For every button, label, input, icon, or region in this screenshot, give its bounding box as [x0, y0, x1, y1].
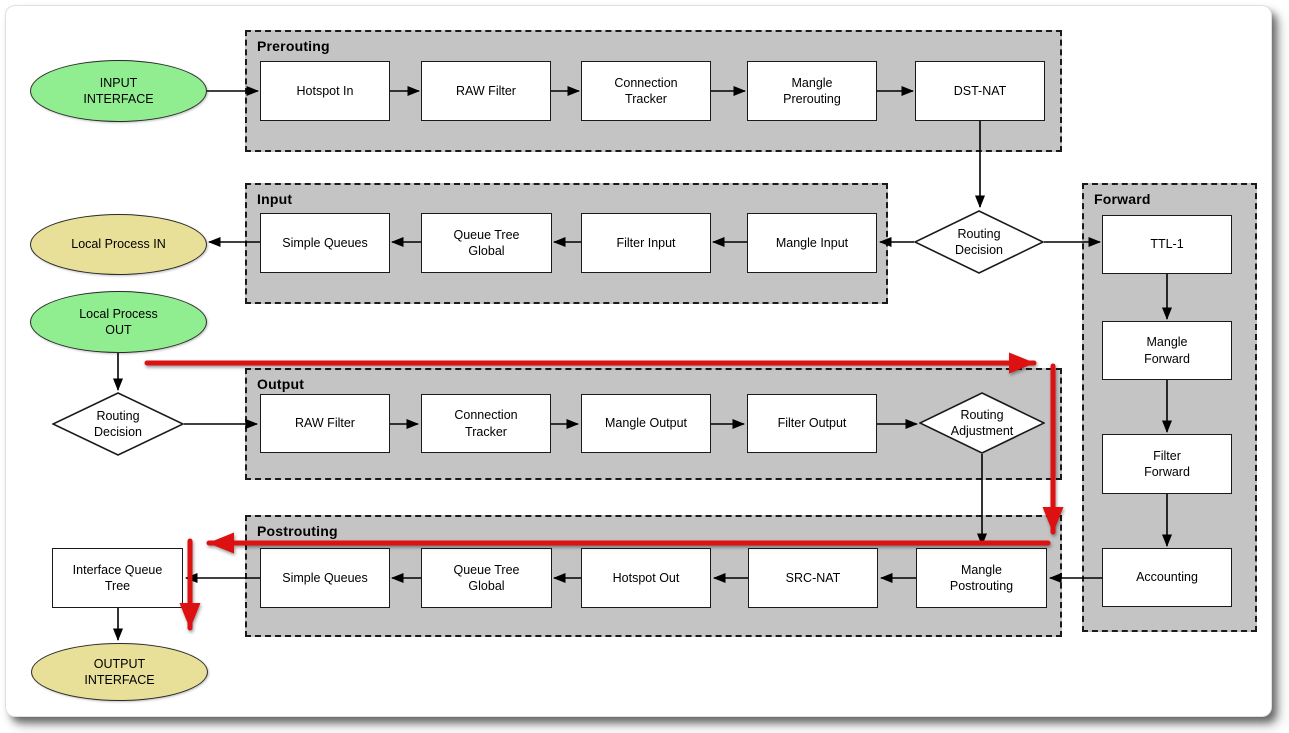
node-mangle-forward: Mangle Forward	[1102, 321, 1232, 380]
node-ttl-1-label: TTL-1	[1150, 237, 1184, 252]
node-queue-tree-global-postrouting: Queue Tree Global	[421, 548, 552, 608]
node-queue-tree-global-postrouting-label: Queue Tree Global	[453, 562, 520, 593]
node-hotspot-in-label: Hotspot In	[296, 83, 354, 98]
node-interface-queue-tree: Interface Queue Tree	[52, 548, 183, 608]
node-mangle-input: Mangle Input	[747, 213, 877, 273]
node-local-process-out-label: Local Process OUT	[79, 306, 158, 337]
node-connection-tracker-output: Connection Tracker	[421, 394, 551, 453]
node-routing-decision-top-label: Routing Decision	[955, 226, 1003, 257]
node-mangle-input-label: Mangle Input	[775, 235, 849, 250]
node-mangle-prerouting: Mangle Prerouting	[747, 61, 877, 121]
node-filter-input: Filter Input	[581, 213, 711, 273]
node-mangle-postrouting: Mangle Postrouting	[916, 548, 1047, 608]
node-dst-nat-label: DST-NAT	[953, 83, 1007, 98]
container-postrouting-label: Postrouting	[257, 523, 338, 539]
node-filter-forward: Filter Forward	[1102, 434, 1232, 494]
node-accounting: Accounting	[1102, 548, 1232, 607]
node-src-nat-label: SRC-NAT	[785, 570, 841, 585]
node-simple-queues-input-label: Simple Queues	[282, 235, 368, 250]
node-raw-filter-prerouting-label: RAW Filter	[456, 83, 516, 98]
node-mangle-output-label: Mangle Output	[605, 416, 687, 431]
diamond-shape	[52, 392, 184, 456]
container-input-label: Input	[257, 191, 293, 207]
node-routing-adjustment-label: Routing Adjustment	[950, 407, 1014, 438]
node-hotspot-out-label: Hotspot Out	[612, 570, 680, 585]
node-filter-forward-label: Filter Forward	[1144, 448, 1190, 479]
node-connection-tracker-output-label: Connection Tracker	[454, 408, 518, 439]
node-routing-decision-left: Routing Decision	[52, 392, 184, 456]
diamond-shape	[914, 210, 1044, 274]
node-queue-tree-global-input-label: Queue Tree Global	[453, 227, 520, 258]
node-output-interface-label: OUTPUT INTERFACE	[84, 656, 155, 687]
node-mangle-postrouting-label: Mangle Postrouting	[949, 562, 1014, 593]
node-connection-tracker-prerouting-label: Connection Tracker	[614, 75, 678, 106]
node-output-interface: OUTPUT INTERFACE	[31, 643, 208, 701]
node-input-interface-label: INPUT INTERFACE	[83, 75, 154, 106]
node-local-process-out: Local Process OUT	[30, 291, 207, 353]
container-forward-label: Forward	[1094, 191, 1151, 207]
node-simple-queues-input: Simple Queues	[260, 213, 390, 273]
diamond-shape	[919, 392, 1045, 454]
node-hotspot-in: Hotspot In	[260, 61, 390, 121]
node-simple-queues-postrouting: Simple Queues	[260, 548, 390, 608]
node-local-process-in: Local Process IN	[30, 214, 207, 275]
node-hotspot-out: Hotspot Out	[581, 548, 711, 608]
node-interface-queue-tree-label: Interface Queue Tree	[72, 562, 163, 593]
node-src-nat: SRC-NAT	[748, 548, 878, 608]
node-accounting-label: Accounting	[1136, 570, 1198, 585]
node-input-interface: INPUT INTERFACE	[30, 60, 207, 122]
node-routing-decision-top: Routing Decision	[914, 210, 1044, 274]
node-raw-filter-output: RAW Filter	[260, 394, 390, 453]
node-raw-filter-output-label: RAW Filter	[295, 416, 355, 431]
node-filter-output: Filter Output	[747, 394, 877, 453]
node-mangle-output: Mangle Output	[581, 394, 711, 453]
node-simple-queues-postrouting-label: Simple Queues	[282, 570, 368, 585]
node-routing-adjustment: Routing Adjustment	[919, 392, 1045, 454]
node-queue-tree-global-input: Queue Tree Global	[421, 213, 552, 273]
node-filter-input-label: Filter Input	[616, 235, 676, 250]
node-filter-output-label: Filter Output	[777, 416, 847, 431]
node-ttl-1: TTL-1	[1102, 215, 1232, 274]
node-local-process-in-label: Local Process IN	[71, 237, 166, 252]
node-connection-tracker-prerouting: Connection Tracker	[581, 61, 711, 121]
container-output-label: Output	[257, 376, 305, 392]
node-routing-decision-left-label: Routing Decision	[94, 408, 142, 439]
node-mangle-prerouting-label: Mangle Prerouting	[783, 75, 841, 106]
node-mangle-forward-label: Mangle Forward	[1144, 335, 1190, 366]
container-prerouting-label: Prerouting	[257, 38, 330, 54]
node-dst-nat: DST-NAT	[915, 61, 1045, 121]
node-raw-filter-prerouting: RAW Filter	[421, 61, 551, 121]
